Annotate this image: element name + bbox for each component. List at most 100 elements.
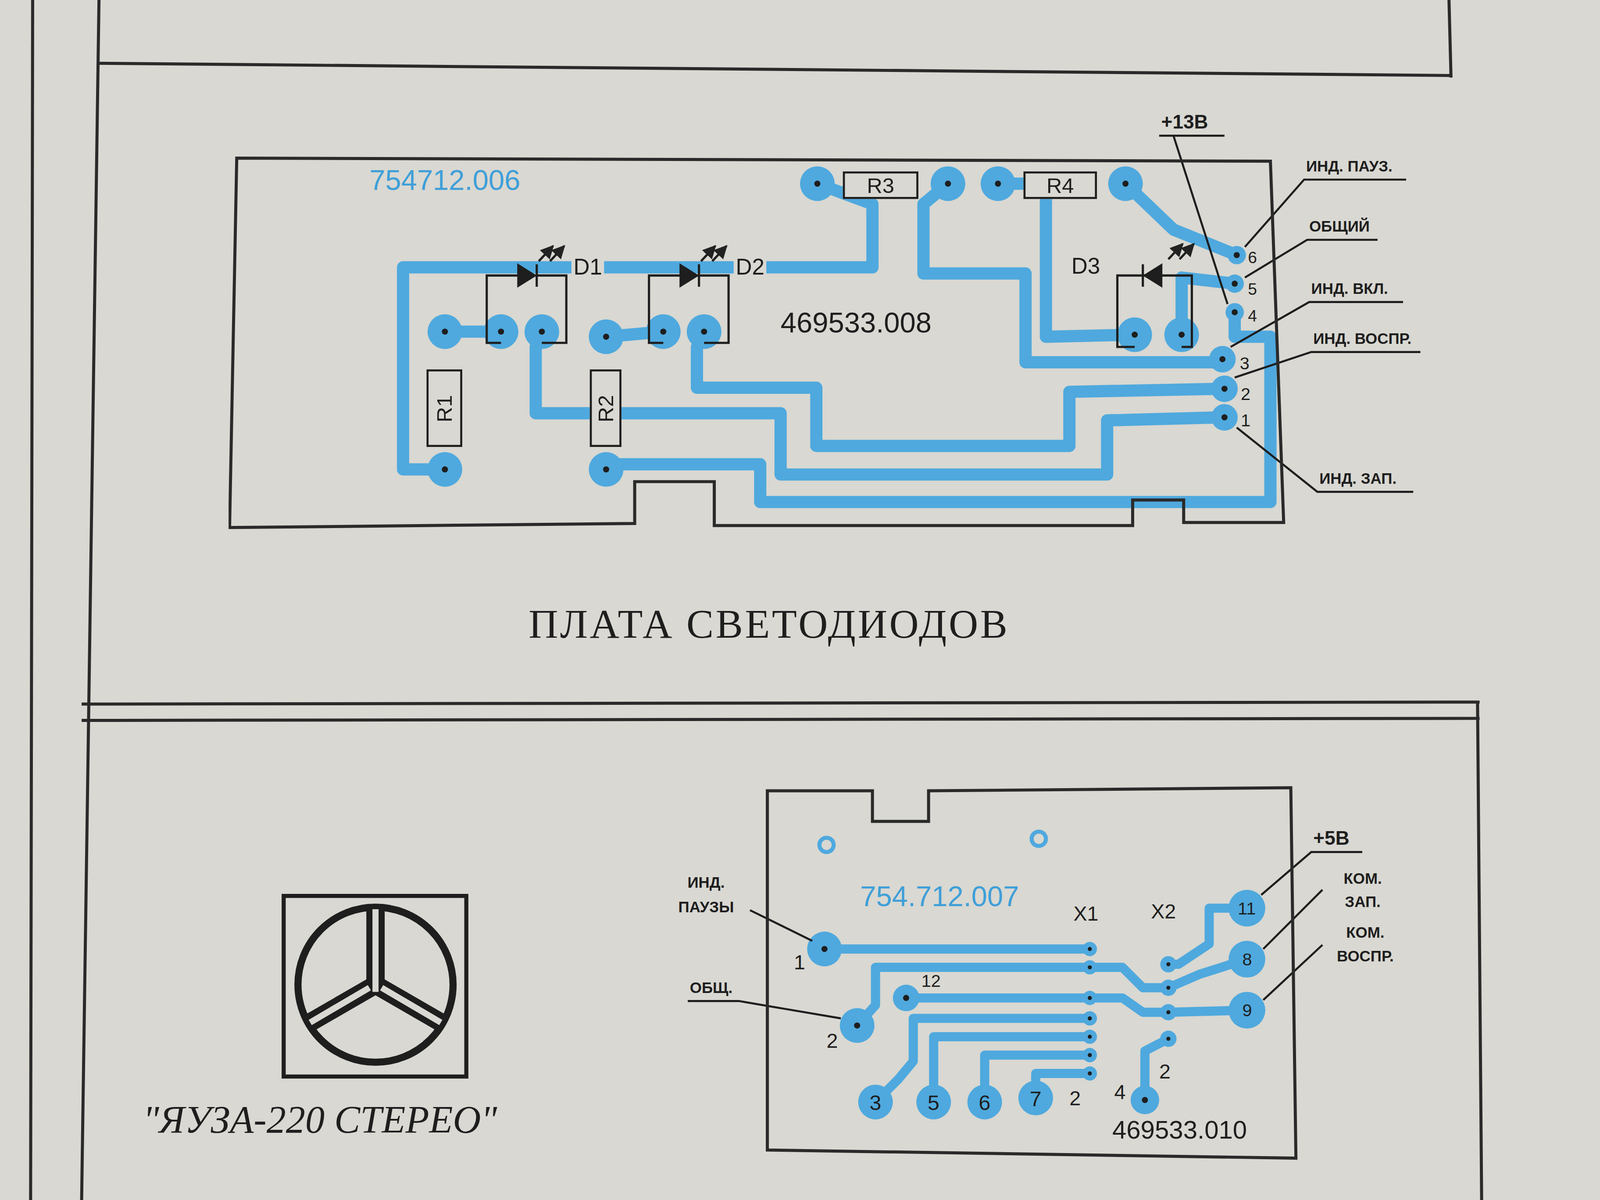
pad-dots [1087,996,1092,1000]
pin-number: 6 [1247,250,1258,267]
pcb-pads [967,1084,1003,1120]
component-label: D3 [1071,255,1100,278]
led-symbols [697,264,700,287]
pcb-pads [807,931,842,967]
pin-number: 3 [869,1091,882,1113]
part-number: 754.712.007 [860,882,1019,911]
pad-dots [1122,180,1129,187]
pcb-pads [1082,1011,1097,1026]
pad-dots [1166,962,1171,967]
pcb-pads [1018,1080,1054,1116]
pad-dots [1221,385,1228,392]
pcb-pads [1082,1029,1097,1044]
brand-logo [372,909,379,992]
pad-dots [1166,985,1171,990]
resistor-symbol: R4 [1023,171,1098,200]
led-symbols [518,265,535,286]
board-number: 469533.010 [1112,1117,1247,1143]
pcb-pads [1228,940,1266,978]
led-symbols [1141,264,1144,287]
pin-number: 1 [1240,412,1251,430]
pin-number: 12 [921,972,941,990]
pad-dots [603,333,610,340]
leader-lines [1234,352,1421,378]
page-frame [81,0,100,1200]
pcb-traces [906,993,1090,1003]
part-number: 754712.006 [369,166,521,195]
pcb-pads [588,319,624,354]
led-symbols [535,264,538,287]
leader-lines [750,910,813,941]
brand-logo [310,909,441,1023]
pcb-traces [933,1036,1090,1103]
pad-dots [1233,252,1240,259]
mounting-holes [819,837,834,853]
pcb-pads [1160,979,1177,996]
leader-lines [687,135,1421,1018]
page-frame [30,0,33,1200]
board-number: 469533.008 [780,309,932,338]
pin-number: 2 [1159,1061,1171,1083]
pcb-pads [839,1008,875,1043]
led-symbols [1179,243,1194,260]
pad-dots [660,328,667,335]
brand-logo [310,909,441,1023]
leader-lines [1244,239,1378,278]
brand-logo [310,987,370,1023]
signal-label: ИНД. ВКЛ. [1311,280,1389,297]
board-outline [767,787,1297,1159]
pcb-pads [1209,346,1236,373]
mounting-holes [1031,831,1047,847]
signal-label: ИНД. ПАУЗ. [1306,158,1393,174]
pin-number: 4 [1114,1081,1126,1103]
pad-dots [1087,1053,1092,1058]
brand-logo [375,984,441,1023]
pad-dots [497,328,504,335]
page-frame [81,702,1480,705]
pcb-traces [403,183,1271,503]
resistor-label: R4 [1046,174,1074,197]
pcb-pads [427,166,1266,1120]
pcb-traces [1089,997,1169,1013]
brand-logo [283,896,467,1077]
mounting-holes [819,831,1046,853]
pin-number: 2 [1069,1087,1081,1109]
brand-logo [381,987,441,1023]
pcb-pads [1160,1003,1177,1021]
pcb-pads [1108,166,1143,201]
pad-dots [853,1022,861,1029]
pin-number: 11 [1237,899,1256,918]
voltage-label: +13В [1161,112,1209,132]
connector-label: X2 [1150,900,1176,922]
pcb-traces [1089,967,1169,989]
pad-dots [994,180,1001,187]
pin-number: 1 [793,952,806,973]
signal-label: КОМ. ЗАП. [1324,867,1401,914]
signal-label: ОБЩ. [689,979,733,995]
pin-number: 7 [1029,1087,1042,1109]
pcb-pads [858,1084,893,1120]
pin-number: 5 [1247,281,1258,298]
pad-dots [700,328,708,335]
pcb-pads [1211,375,1238,402]
pad-dots [1231,309,1238,316]
pad-dots [1166,1036,1171,1041]
pcb-pads [1228,991,1266,1029]
pcb-traces [824,944,1090,954]
pad-dots [1166,1010,1171,1015]
pin-number: 4 [1247,308,1258,325]
pad-dots [1178,331,1185,338]
leader-lines [1244,179,1407,247]
pcb-pads [916,1084,951,1120]
pcb-pads [1082,960,1097,975]
pin-number: 3 [1239,355,1250,373]
signal-label: КОМ. ВОСПР. [1324,921,1407,968]
pcb-pads [980,166,1016,201]
pad-dots [1087,1071,1092,1076]
pcb-pads [1082,1066,1097,1081]
signal-label: ОБЩИЙ [1309,218,1370,234]
pad-dots [1087,1034,1092,1039]
component-label: D2 [733,255,767,280]
